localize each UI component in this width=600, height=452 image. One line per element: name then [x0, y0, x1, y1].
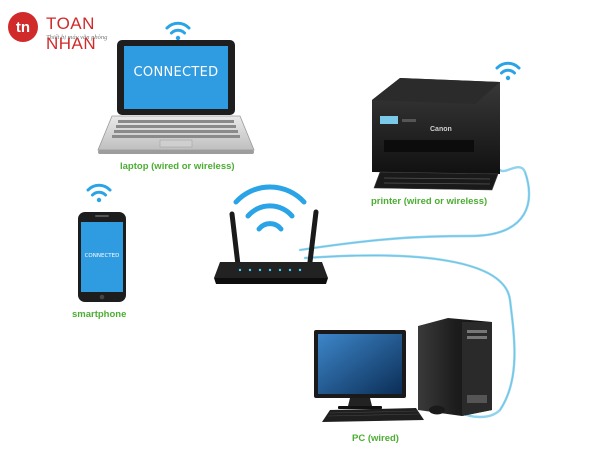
wifi-icon [86, 183, 112, 203]
smartphone-label: smartphone [72, 309, 127, 320]
wifi-signal-icon [233, 184, 307, 232]
laptop-label: laptop (wired or wireless) [120, 161, 235, 172]
printer-brand-text: Canon [430, 126, 452, 133]
smartphone-icon [78, 212, 126, 302]
wifi-icon [165, 21, 191, 41]
wifi-icon [495, 61, 521, 81]
printer-label: printer (wired or wireless) [371, 196, 488, 207]
printer-icon: Canon [372, 78, 500, 191]
brand-logo: tn TOAN NHAN Thiết bị máy văn phòng [6, 10, 146, 53]
laptop-screen-text: CONNECTED [133, 65, 219, 80]
laptop-icon [97, 40, 255, 154]
smartphone-screen-text: CONNECTED [84, 253, 120, 259]
brand-logo-mark: tn [8, 12, 38, 42]
desktop-pc-icon [314, 318, 492, 422]
brand-name: TOAN NHAN [46, 14, 97, 53]
brand-tagline: Thiết bị máy văn phòng [46, 34, 108, 41]
pc-label: PC (wired) [352, 433, 399, 444]
svg-text:tn: tn [16, 19, 30, 36]
wifi-router-icon [214, 209, 328, 284]
